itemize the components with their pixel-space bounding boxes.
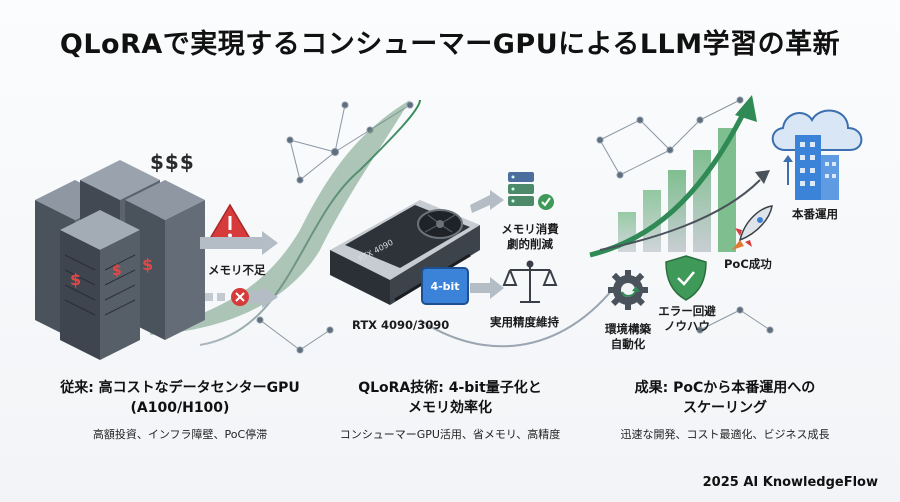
poc-success-label: PoC成功 <box>724 257 772 271</box>
svg-text:$: $ <box>70 270 81 289</box>
arrows-from-gpu-icon <box>470 190 504 299</box>
rocket-icon <box>732 205 773 250</box>
memory-reduce-label: メモリ消費 劇的削減 <box>501 222 559 251</box>
network-graph-right <box>596 96 774 334</box>
server-racks-icon: $ $ $ <box>35 160 205 360</box>
arrow-to-gpu-icon <box>200 231 278 255</box>
flow-curve-bottom <box>419 279 621 348</box>
cloud-building-icon <box>771 109 863 200</box>
env-auto-label: 環境構築 自動化 <box>605 322 651 351</box>
production-label: 本番運用 <box>792 207 838 221</box>
svg-text:$: $ <box>142 255 153 274</box>
check-icon <box>538 194 554 210</box>
flow-curve-right <box>599 179 761 251</box>
cost-label: $$$ <box>150 150 195 174</box>
svg-text:$: $ <box>112 263 122 279</box>
right-heading: 成果: PoCから本番運用への スケーリング <box>634 380 816 416</box>
middle-subtext: コンシューマーGPU活用、省メモリ、高精度 <box>339 428 561 441</box>
page-title: QLoRAで実現するコンシューマーGPUによるLLM学習の革新 <box>59 29 841 60</box>
gear-icon <box>608 270 648 310</box>
left-heading: 従来: 高コストなデータセンターGPU (A100/H100) <box>60 380 300 416</box>
flow-curve <box>199 99 421 346</box>
shield-icon <box>665 255 707 301</box>
footer-credit: 2025 AI KnowledgeFlow <box>702 475 878 490</box>
gpu-caption: RTX 4090/3090 <box>352 318 450 332</box>
four-bit-badge: 4-bit <box>421 267 469 305</box>
left-subtext: 高額投資、インフラ障壁、PoC停滞 <box>92 428 268 441</box>
balance-scale-icon <box>502 260 558 303</box>
middle-heading: QLoRA技術: 4-bit量子化と メモリ効率化 <box>358 380 542 416</box>
memory-stack-icon <box>508 172 534 206</box>
memory-shortage-label: メモリ不足 <box>208 263 266 277</box>
error-avoid-label: エラー回避 ノウハウ <box>658 304 716 333</box>
accuracy-label: 実用精度維持 <box>490 315 559 329</box>
warning-icon <box>206 203 254 243</box>
right-subtext: 迅速な開発、コスト最適化、ビジネス成長 <box>620 428 830 441</box>
gpu-card-icon: RTX 4090 <box>330 200 480 305</box>
growth-bar-chart-icon <box>618 128 736 252</box>
blocked-arrow-icon <box>205 286 278 308</box>
flow-ribbon <box>150 100 410 335</box>
